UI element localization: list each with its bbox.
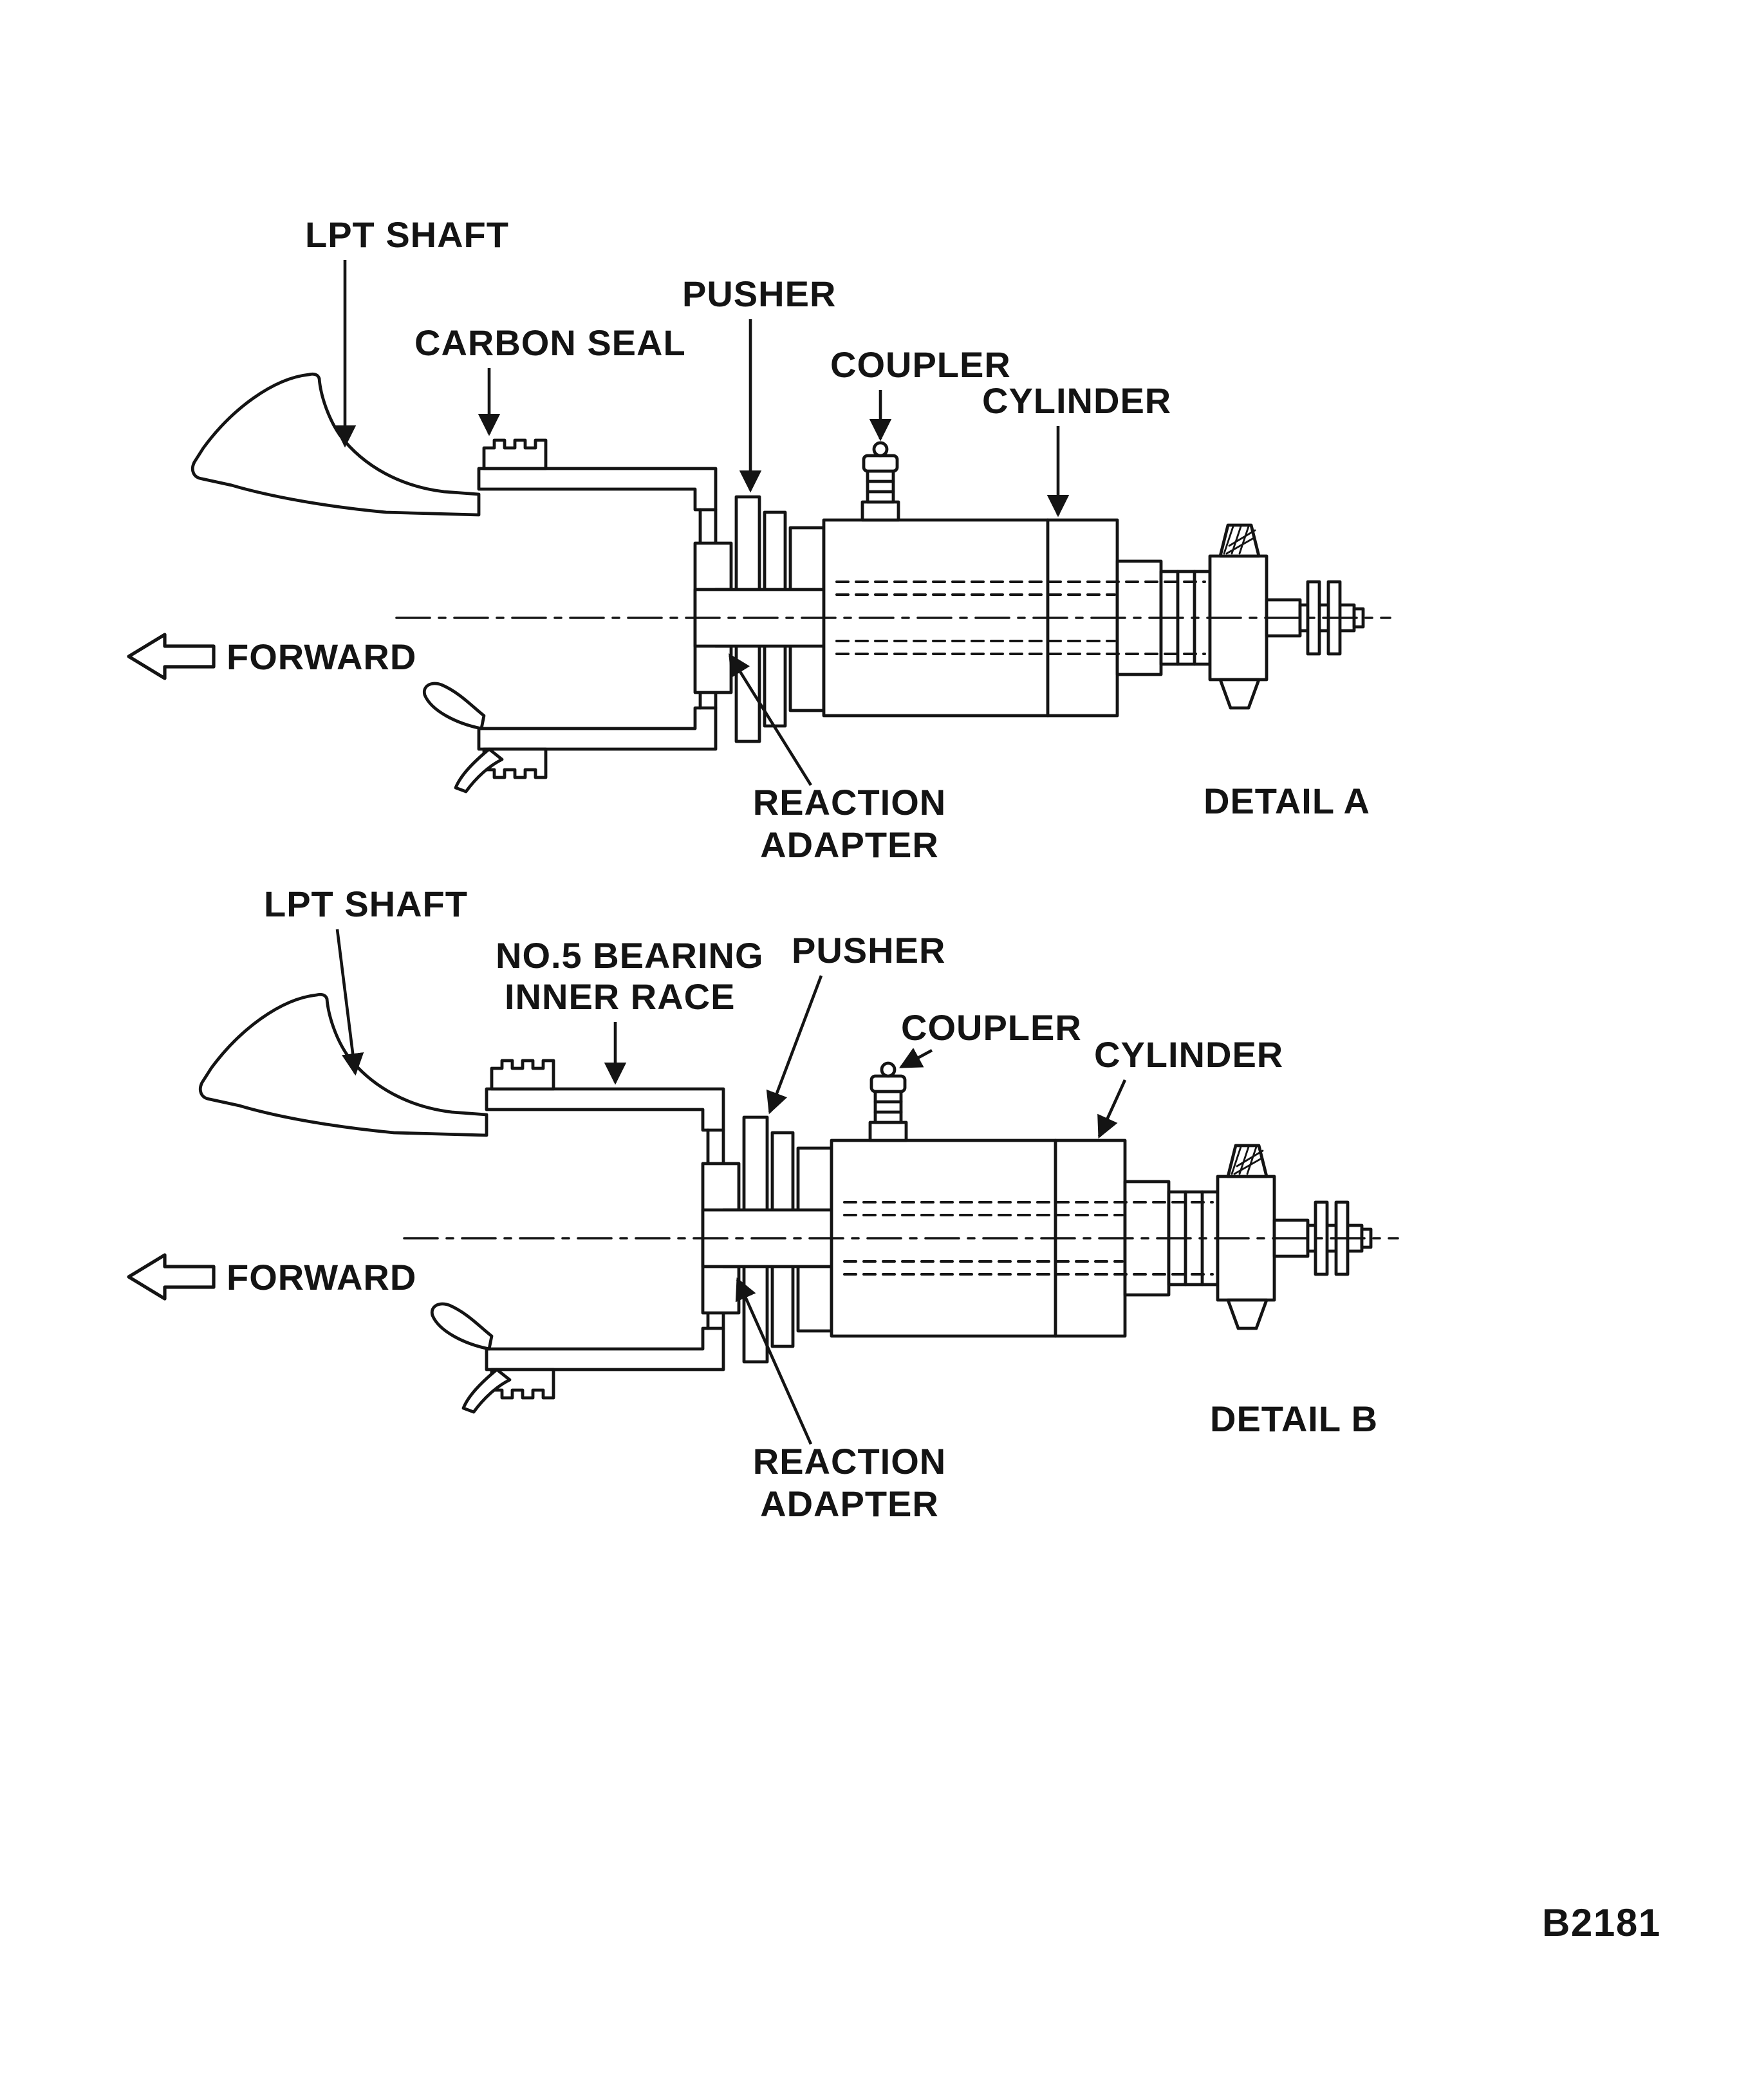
leader-cylinder-b — [1097, 1079, 1127, 1139]
label-lpt-shaft-a: LPT SHAFT — [305, 214, 509, 255]
caption-detail-b: DETAIL B — [1210, 1398, 1378, 1439]
bottom-arm-tail — [454, 747, 504, 794]
forward-arrow-a — [127, 633, 216, 680]
piston-rod-assembly — [1115, 523, 1365, 710]
label-reaction-adapter-b-line2: ADAPTER — [760, 1483, 939, 1524]
detail-b-labels: LPT SHAFT NO.5 BEARING INNER RACE PUSHER… — [127, 884, 1378, 1524]
label-coupler-a: COUPLER — [830, 344, 1011, 385]
label-forward-a: FORWARD — [227, 637, 416, 677]
bottom-fork-arm — [477, 706, 718, 751]
label-reaction-adapter-a-line1: REACTION — [753, 782, 946, 822]
label-lpt-shaft-b: LPT SHAFT — [264, 884, 468, 924]
leader-coupler-b — [898, 1048, 933, 1069]
caption-detail-a: DETAIL A — [1204, 781, 1370, 821]
label-carbon-seal: CARBON SEAL — [414, 322, 686, 363]
assembly-drawing-detail-a — [191, 372, 1391, 794]
leader-pusher-b — [766, 975, 823, 1115]
label-forward-b: FORWARD — [227, 1257, 416, 1297]
figure-code: B2181 — [1542, 1901, 1661, 1944]
leader-lpt-shaft-b — [335, 929, 364, 1076]
label-reaction-adapter-b-line1: REACTION — [753, 1441, 946, 1482]
label-bearing-line1: NO.5 BEARING — [496, 935, 764, 976]
label-bearing-line2: INNER RACE — [505, 976, 735, 1017]
label-coupler-b: COUPLER — [901, 1007, 1082, 1048]
coupler-valve — [860, 441, 900, 522]
seal-ribbed-block-top — [482, 438, 548, 470]
label-reaction-adapter-a-line2: ADAPTER — [760, 824, 939, 865]
forward-arrow-b — [127, 1253, 216, 1301]
knurled-knob-hatch — [1223, 525, 1256, 555]
top-fork-arm — [477, 467, 718, 512]
label-cylinder-a: CYLINDER — [982, 380, 1171, 421]
label-cylinder-b: CYLINDER — [1094, 1034, 1283, 1075]
leader-reaction-adapter-a — [729, 653, 812, 786]
detail-a-labels: LPT SHAFT PUSHER CARBON SEAL COUPLER CYL… — [127, 214, 1370, 865]
fork-hub-links — [698, 508, 718, 710]
label-pusher-b: PUSHER — [792, 930, 945, 971]
lpt-shaft-horn — [191, 372, 481, 517]
leader-reaction-adapter-b — [735, 1277, 813, 1445]
hidden-rod-lines — [835, 581, 1206, 655]
bottom-arm-hook — [422, 682, 486, 730]
label-pusher-a: PUSHER — [682, 274, 836, 314]
